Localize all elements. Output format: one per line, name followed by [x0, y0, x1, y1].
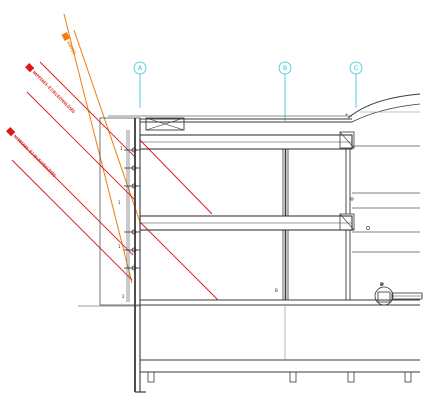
sun-rays: [11, 13, 219, 301]
red-sun-ray-3: [17, 139, 134, 256]
sun-tag-summer-label: SUMMER: [66, 40, 77, 56]
axis-a-label: A: [138, 65, 143, 72]
level-mark-roof: +: [345, 112, 348, 117]
roof: [108, 93, 421, 131]
sun-tag-summer: SUMMER: [61, 32, 77, 56]
interior-columns: [282, 148, 351, 360]
level-mark-3: 1: [118, 244, 121, 249]
rooftop-unit: [145, 117, 185, 131]
basement: [135, 359, 420, 393]
slab-upper: [139, 131, 355, 150]
level-mark-6: B: [380, 282, 383, 287]
orange-sun-ray-1: [63, 13, 133, 284]
level-mark-5: B: [275, 288, 278, 293]
equipment-detail: [374, 282, 423, 306]
red-sun-ray-2: [26, 91, 136, 201]
red-reflection-1: [139, 139, 213, 215]
adjacent-building: [350, 145, 420, 253]
shading-fins: [124, 147, 140, 271]
sun-tag-equinox: NAPPIRES-ÉJJELEGYENLŐSÉG: [25, 63, 77, 115]
level-mark-1: 1: [120, 146, 123, 151]
facade: [99, 117, 141, 392]
red-sun-ray-4: [11, 159, 133, 281]
red-sun-ray-1: [39, 61, 137, 159]
red-reflection-2: [139, 221, 219, 301]
axis-c-label: C: [354, 65, 358, 72]
sun-tag-winter-label: NAPPIRES-ÉJJELEGYENLŐSÉG: [13, 134, 58, 179]
grid-axes: [133, 61, 363, 121]
sun-angle-tags: SUMMER NAPPIRES-ÉJJELEGYENLŐSÉG NAPPIRES…: [6, 32, 77, 179]
sun-tag-winter: NAPPIRES-ÉJJELEGYENLŐSÉG: [6, 127, 58, 179]
slab-middle: [139, 213, 355, 231]
level-mark-2: 1: [118, 200, 121, 205]
orange-sun-ray-2: [73, 29, 141, 223]
level-marks: + 1 1 1 2 B B: [118, 112, 383, 299]
axis-b-label: B: [283, 65, 287, 72]
slab-ground: [78, 299, 420, 307]
level-mark-4: 2: [122, 294, 125, 299]
curved-roof-canopy: [347, 93, 421, 119]
building-section: [78, 93, 423, 393]
